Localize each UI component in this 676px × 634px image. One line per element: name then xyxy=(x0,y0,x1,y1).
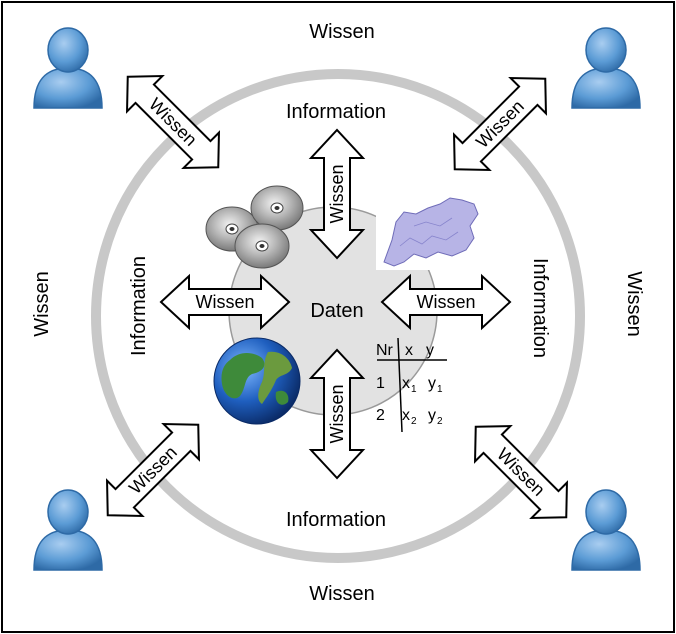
table-header-nr: Nr xyxy=(376,342,394,359)
information-label-bottom: Information xyxy=(286,509,386,531)
arrow-inner-bottom: Wissen xyxy=(310,349,364,479)
table-cell-x-sub: 2 xyxy=(411,416,417,427)
arrow-inner-top: Wissen xyxy=(310,129,364,259)
table-cell-nr: 2 xyxy=(376,407,385,424)
svg-text:Wissen: Wissen xyxy=(195,292,254,312)
data-table: Nr x y 1 x 1 y 1 2 x 2 y 2 xyxy=(376,337,447,433)
table-cell-y-sub: 2 xyxy=(437,416,443,427)
map-icon xyxy=(376,197,480,270)
table-cell-y-sub: 1 xyxy=(437,384,443,395)
outer-label-right: Wissen xyxy=(623,271,645,337)
table-header-y: y xyxy=(426,342,434,359)
center-label: Daten xyxy=(310,300,363,322)
outer-label-bottom: Wissen xyxy=(309,583,375,605)
information-ring xyxy=(91,69,585,563)
arrow-inner-left: Wissen xyxy=(160,275,290,329)
outer-label-top: Wissen xyxy=(309,21,375,43)
table-cell-nr: 1 xyxy=(376,375,385,392)
table-header-x: x xyxy=(405,342,413,359)
globe-icon xyxy=(213,337,301,425)
cd-discs-icon xyxy=(205,185,304,269)
svg-text:Wissen: Wissen xyxy=(416,292,475,312)
outer-label-left: Wissen xyxy=(31,271,53,337)
svg-text:Wissen: Wissen xyxy=(327,164,347,223)
table-cell-y: y xyxy=(428,375,436,392)
table-cell-x: x xyxy=(402,375,410,392)
arrow-inner-right: Wissen xyxy=(381,275,511,329)
table-cell-x: x xyxy=(402,407,410,424)
table-cell-y: y xyxy=(428,407,436,424)
information-label-left: Information xyxy=(128,256,150,356)
information-label-top: Information xyxy=(286,101,386,123)
table-cell-x-sub: 1 xyxy=(411,384,417,395)
information-label-right: Information xyxy=(529,258,551,358)
svg-text:Wissen: Wissen xyxy=(327,384,347,443)
